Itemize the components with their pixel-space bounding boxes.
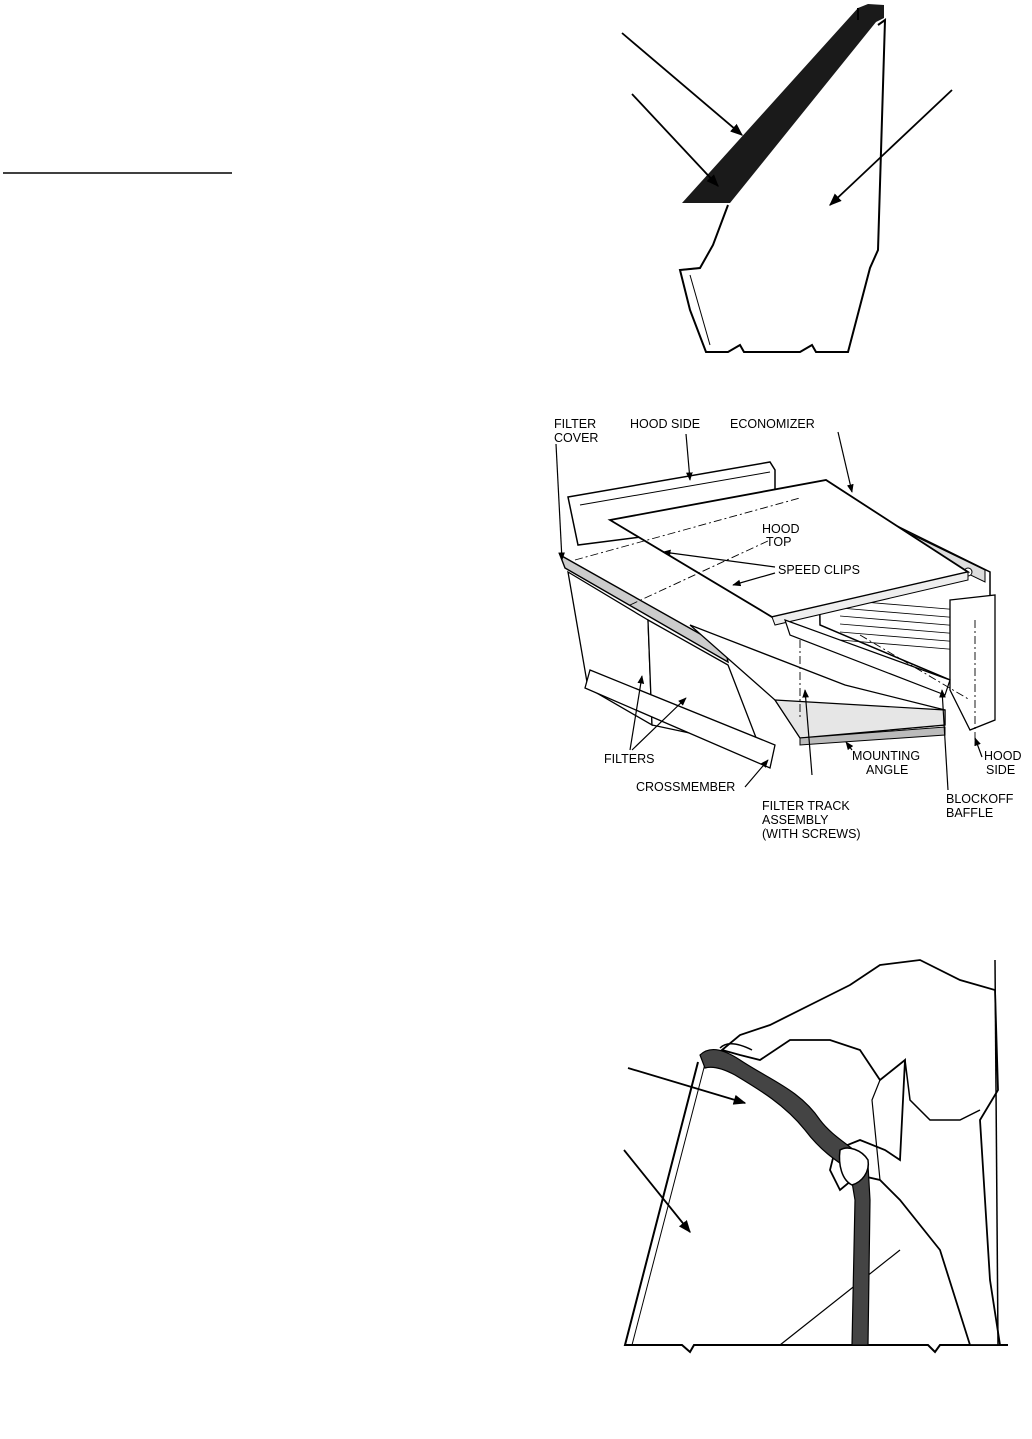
label-hood-side-right-2: SIDE <box>986 763 1015 777</box>
label-blockoff-baffle: BLOCKOFF <box>946 792 1014 806</box>
label-filter-track-3: (WITH SCREWS) <box>762 827 861 841</box>
label-mounting-angle-2: ANGLE <box>866 763 908 777</box>
label-hood-side-top: HOOD SIDE <box>630 417 700 431</box>
figure-hood-assembly: FILTER COVER HOOD SIDE ECONOMIZER HOOD T… <box>554 417 1022 841</box>
label-filter-cover-2: COVER <box>554 431 598 445</box>
label-crossmember: CROSSMEMBER <box>636 780 735 794</box>
label-economizer: ECONOMIZER <box>730 417 815 431</box>
label-filter-track: FILTER TRACK <box>762 799 850 813</box>
label-hood-top-2: TOP <box>766 535 791 549</box>
label-filter-cover: FILTER <box>554 417 596 431</box>
figure-seal-install <box>623 959 1008 1354</box>
hood-side-panel-large <box>623 1061 1008 1354</box>
label-filter-track-2: ASSEMBLY <box>762 813 829 827</box>
label-hood-side-right: HOOD <box>984 749 1022 763</box>
label-speed-clips: SPEED CLIPS <box>778 563 860 577</box>
hood-side-right <box>949 594 996 731</box>
label-blockoff-baffle-2: BAFFLE <box>946 806 993 820</box>
figure-hood-seal <box>621 4 953 353</box>
crossmember <box>584 669 776 769</box>
filter-cover <box>558 553 730 664</box>
seal-strip-roll <box>699 1048 871 1346</box>
label-hood-top: HOOD <box>762 522 800 536</box>
seal-strip <box>682 4 884 203</box>
label-mounting-angle: MOUNTING <box>852 749 920 763</box>
label-filters: FILTERS <box>604 752 654 766</box>
